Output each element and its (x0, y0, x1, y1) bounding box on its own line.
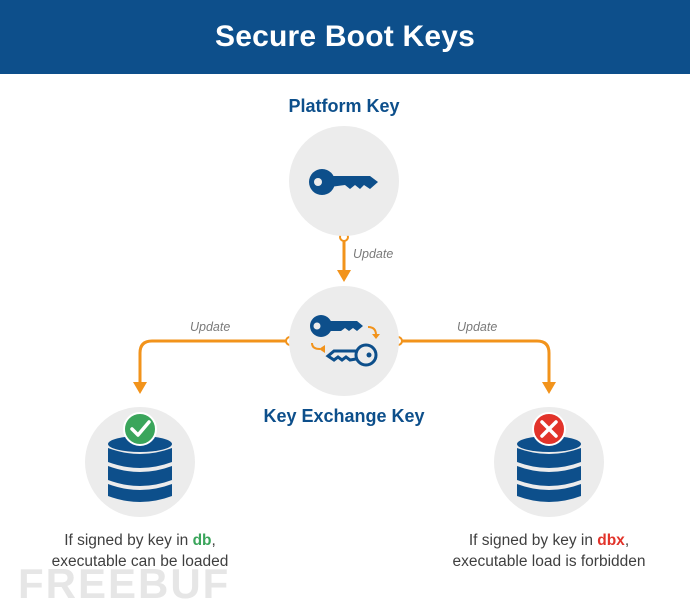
dbx-caption-suffix: , (624, 532, 630, 549)
connector-lines (138, 240, 551, 382)
edge-kek-to-dbx (400, 339, 551, 382)
page-title: Secure Boot Keys (215, 20, 475, 53)
arrowhead-dbx (542, 382, 556, 394)
cross-icon (532, 412, 566, 446)
database-icon (517, 436, 581, 502)
dbx-caption-prefix: If signed by key in (468, 532, 598, 549)
check-icon (123, 412, 157, 446)
db-caption: If signed by key in db, executable can b… (10, 530, 270, 572)
key-exchange-icon (310, 315, 380, 367)
platform-key-label: Platform Key (288, 96, 400, 116)
key-exchange-key-circle (289, 286, 399, 396)
db-caption-suffix: , (211, 532, 216, 549)
db-keyword: db (192, 532, 212, 549)
dbx-caption-line2: executable load is forbidden (452, 553, 646, 570)
update-label-dbx: Update (457, 320, 498, 334)
arrowhead-db (133, 382, 147, 394)
edge-kek-to-db (138, 339, 288, 382)
key-exchange-key-label: Key Exchange Key (263, 406, 425, 426)
watermark: FREEBUF (18, 560, 231, 607)
database-icon (108, 436, 172, 502)
update-label-pk: Update (353, 247, 394, 261)
dbx-caption: If signed by key in dbx, executable load… (419, 530, 679, 572)
arrowheads (133, 270, 556, 394)
db-caption-line2: executable can be loaded (51, 553, 229, 570)
arrowhead-kek (337, 270, 351, 282)
header-banner: Secure Boot Keys (0, 0, 690, 74)
dbx-keyword: dbx (597, 532, 625, 549)
db-caption-prefix: If signed by key in (64, 532, 193, 549)
update-label-db: Update (190, 320, 231, 334)
